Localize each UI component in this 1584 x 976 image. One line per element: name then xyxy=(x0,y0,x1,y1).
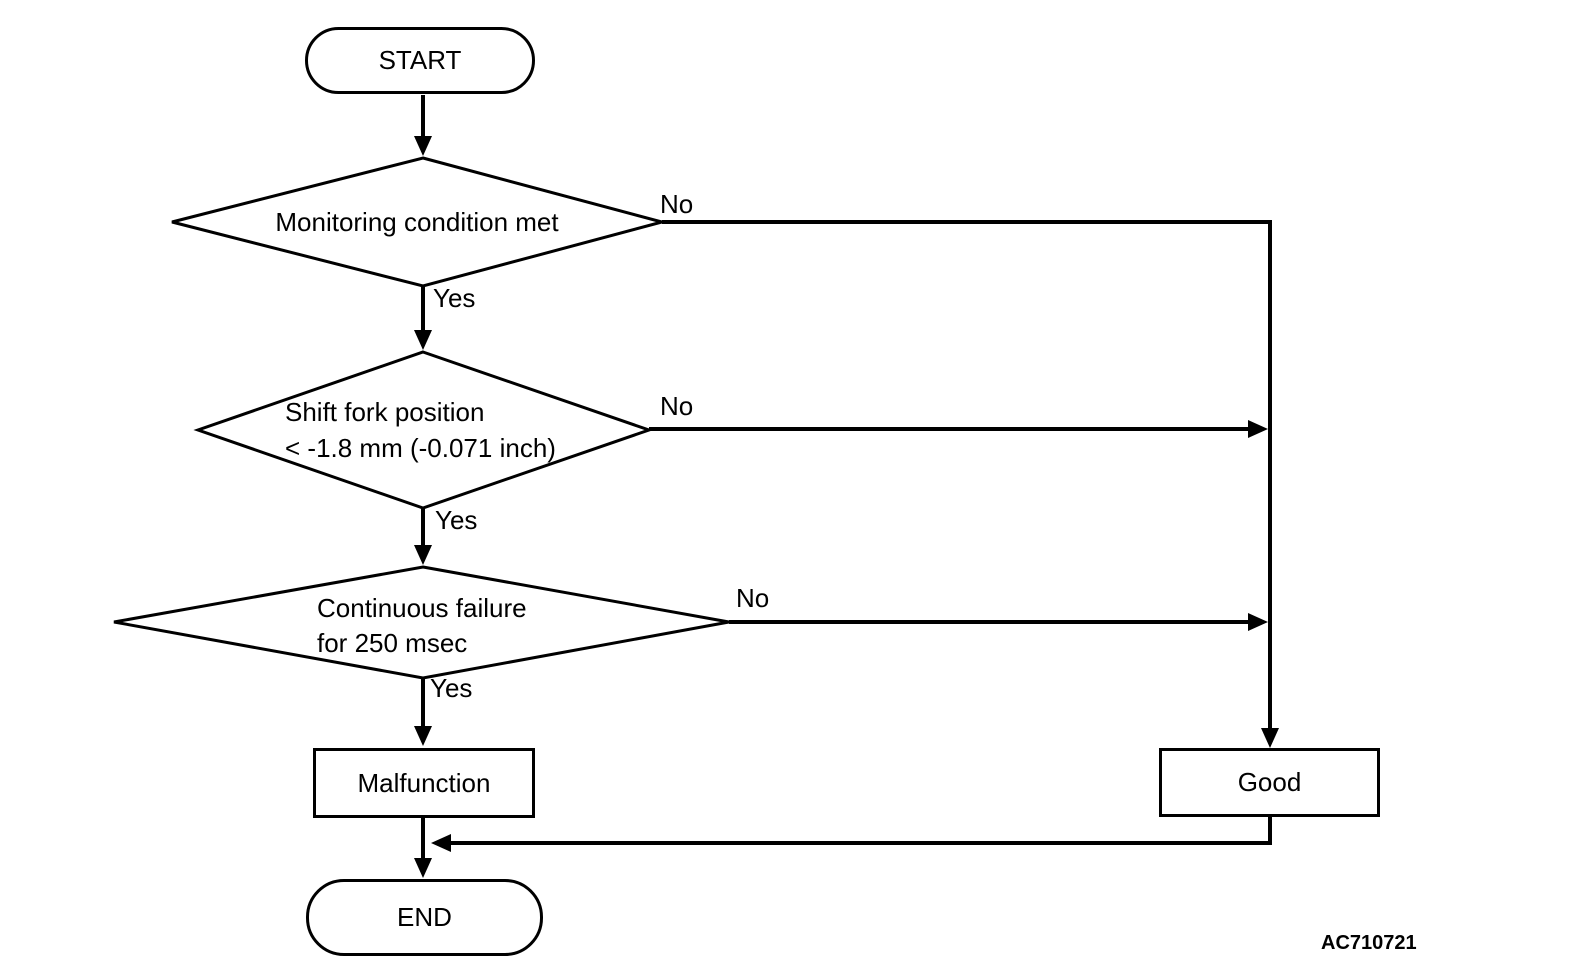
arrowhead-continuous-failure-no-join xyxy=(1248,613,1268,631)
edge-monitoring-no xyxy=(662,220,1272,730)
malfunction-label: Malfunction xyxy=(357,767,491,798)
decision-shift-fork-line2: < -1.8 mm (-0.071 inch) xyxy=(285,433,556,463)
decision-continuous-failure-line1: Continuous failure xyxy=(317,593,527,623)
edge-label-shift-fork-yes: Yes xyxy=(435,505,478,535)
decision-shift-fork-label: Shift fork position < -1.8 mm (-0.071 in… xyxy=(285,394,556,466)
good-label: Good xyxy=(1237,767,1302,797)
arrowhead-into-monitoring xyxy=(414,136,432,156)
figure-code: AC710721 xyxy=(1321,932,1417,954)
arrowhead-into-end xyxy=(414,858,432,878)
process-good: Good xyxy=(1159,748,1380,817)
decision-continuous-failure-label: Continuous failure for 250 msec xyxy=(317,591,527,661)
decision-continuous-failure-line2: for 250 msec xyxy=(317,628,468,658)
edge-label-continuous-failure-no: No xyxy=(736,583,770,613)
arrowhead-into-good xyxy=(1261,728,1279,748)
edge-label-shift-fork-no: No xyxy=(660,391,694,421)
arrowhead-shift-fork-no-join xyxy=(1248,420,1268,438)
arrowhead-into-shift-fork xyxy=(414,330,432,350)
end-label: END xyxy=(397,902,452,932)
arrowhead-into-continuous-failure xyxy=(414,545,432,565)
start-terminator: START xyxy=(305,27,535,94)
edge-label-monitoring-yes: Yes xyxy=(433,283,476,313)
decision-shift-fork-line1: Shift fork position xyxy=(285,397,485,427)
decision-monitoring-label: Monitoring condition met xyxy=(275,206,559,237)
process-malfunction: Malfunction xyxy=(313,748,535,818)
end-terminator: END xyxy=(306,879,543,956)
arrowhead-good-join xyxy=(431,834,451,852)
arrowhead-into-malfunction xyxy=(414,726,432,746)
edge-good-to-end xyxy=(451,817,1272,845)
start-label: START xyxy=(378,45,462,75)
edge-label-continuous-failure-yes: Yes xyxy=(430,673,473,703)
edge-label-monitoring-no: No xyxy=(660,189,694,219)
